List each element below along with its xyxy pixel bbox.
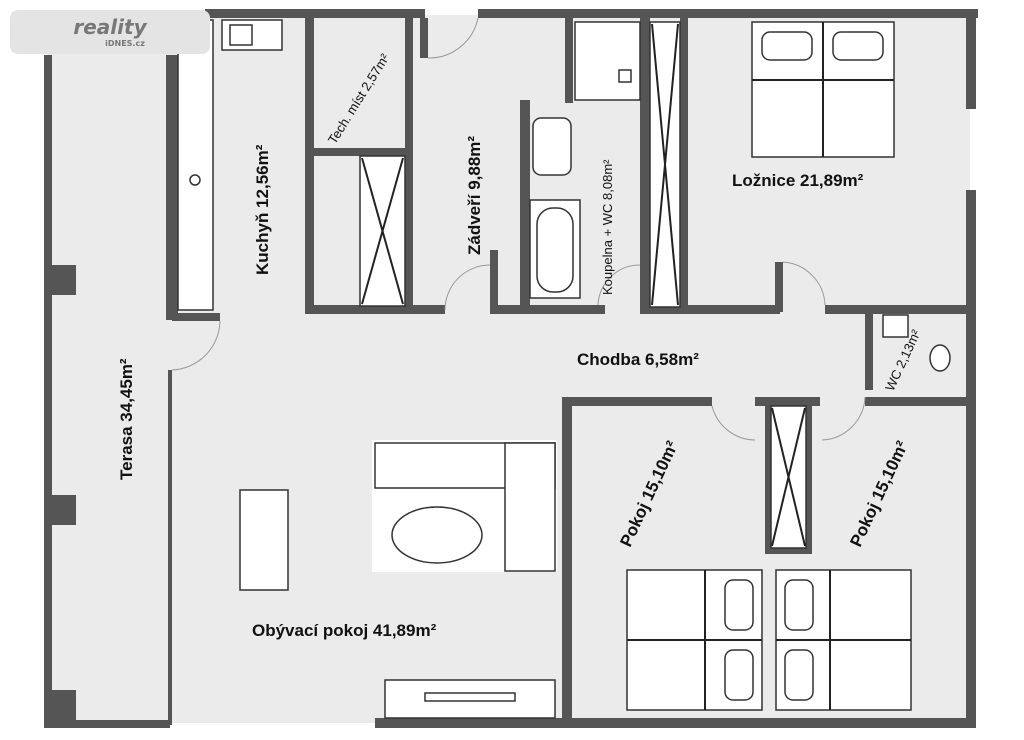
bathroom-fixtures (529, 21, 951, 372)
logo-name: reality (73, 15, 147, 39)
label-terasa: Terasa 34,45m² (117, 358, 136, 480)
label-chodba: Chodba 6,58m² (577, 350, 699, 369)
walls (44, 9, 978, 728)
beds (626, 21, 912, 711)
label-kuchyn: Kuchyň 12,56m² (253, 144, 272, 275)
logo-sub: iDNES.cz (105, 39, 145, 48)
label-loznice: Ložnice 21,89m² (732, 171, 864, 190)
label-koupelna: Koupelna + WC 8,08m² (600, 159, 615, 295)
wardrobes (359, 21, 807, 549)
label-obyvaci: Obývací pokoj 41,89m² (252, 621, 437, 640)
label-zadveri: Zádveří 9,88m² (465, 136, 484, 255)
reality-logo: reality iDNES.cz (10, 10, 210, 54)
door-swings (171, 17, 866, 441)
living-furniture (239, 440, 557, 719)
